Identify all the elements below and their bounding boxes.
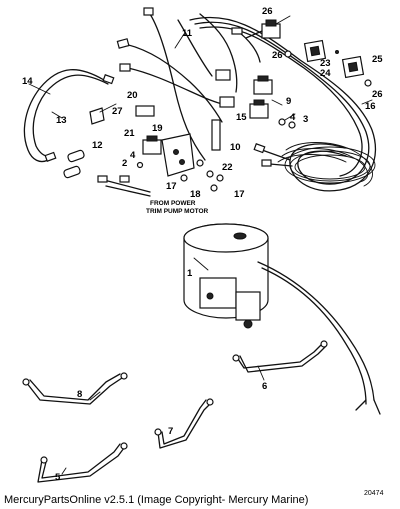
screw-24 bbox=[335, 50, 339, 54]
callout-4b: 4 bbox=[290, 112, 296, 123]
callout-10: 10 bbox=[230, 142, 241, 153]
hose-6 bbox=[232, 340, 328, 373]
callout-9: 9 bbox=[286, 96, 291, 107]
callout-5: 5 bbox=[55, 472, 61, 483]
callout-3: 3 bbox=[303, 114, 308, 125]
cover-25 bbox=[341, 55, 365, 79]
callout-16: 16 bbox=[365, 101, 376, 112]
trim-switch-26 bbox=[245, 19, 281, 39]
callout-21: 21 bbox=[124, 128, 135, 139]
callout-23: 23 bbox=[320, 58, 331, 69]
callout-14: 14 bbox=[22, 76, 33, 87]
nut-17c bbox=[216, 174, 224, 182]
label-20 bbox=[135, 105, 155, 117]
washer-26 bbox=[284, 50, 292, 58]
note-from-power: FROM POWER bbox=[150, 200, 196, 207]
trim-pump-motor-1 bbox=[183, 223, 381, 415]
washer-2 bbox=[136, 161, 144, 169]
nut-18 bbox=[210, 184, 218, 192]
grommet-22 bbox=[196, 159, 204, 167]
callout-4: 4 bbox=[130, 150, 136, 161]
hose-5 bbox=[37, 442, 128, 483]
relay-21 bbox=[142, 135, 162, 155]
callout-26: 26 bbox=[262, 6, 273, 17]
callout-1: 1 bbox=[187, 268, 193, 279]
leader-lines bbox=[28, 15, 373, 475]
callout-12: 12 bbox=[92, 140, 103, 151]
callout-18: 18 bbox=[190, 189, 201, 200]
callout-11: 11 bbox=[182, 28, 193, 39]
callout-20: 20 bbox=[127, 90, 138, 101]
nut-17b bbox=[206, 170, 214, 178]
fuse-holders-12 bbox=[63, 149, 85, 179]
hose-7 bbox=[154, 398, 214, 449]
bracket-15 bbox=[211, 119, 221, 151]
clip-27 bbox=[89, 107, 105, 125]
callout-19: 19 bbox=[152, 123, 163, 134]
relay-9 bbox=[253, 75, 273, 95]
callout-26b: 26 bbox=[272, 50, 283, 61]
callout-15: 15 bbox=[236, 112, 247, 123]
hose-8 bbox=[22, 372, 128, 405]
callout-17b: 17 bbox=[234, 189, 245, 200]
wire-harness-11 bbox=[116, 7, 261, 161]
nut-17 bbox=[180, 174, 188, 182]
relay-10 bbox=[249, 99, 269, 119]
copyright-footer: MercuryPartsOnline v2.5.1 (Image Copyrig… bbox=[4, 494, 309, 506]
callout-13: 13 bbox=[56, 115, 67, 126]
wire-harness-13 bbox=[23, 69, 115, 163]
nut-3 bbox=[288, 121, 296, 129]
callout-26c: 26 bbox=[372, 89, 383, 100]
bracket-19 bbox=[161, 133, 195, 177]
reference-number: 20474 bbox=[364, 490, 384, 497]
motor-leads bbox=[97, 175, 151, 197]
note-trim-pump-motor: TRIM PUMP MOTOR bbox=[146, 208, 209, 215]
callout-6: 6 bbox=[262, 381, 267, 392]
callout-25: 25 bbox=[372, 54, 383, 65]
callout-numbers: 26 11 26 23 24 25 26 9 16 4 3 15 10 14 1… bbox=[22, 6, 383, 483]
switch-plate-23 bbox=[303, 39, 327, 63]
callout-17: 17 bbox=[166, 181, 177, 192]
wire-harness-16 bbox=[189, 16, 377, 192]
callout-7: 7 bbox=[168, 426, 173, 437]
washer-4 bbox=[278, 118, 286, 126]
washer-26b bbox=[364, 79, 372, 87]
callout-2: 2 bbox=[122, 158, 127, 169]
callout-8: 8 bbox=[77, 389, 82, 400]
callout-27: 27 bbox=[112, 106, 123, 117]
callout-22: 22 bbox=[222, 162, 233, 173]
callout-24: 24 bbox=[320, 68, 331, 79]
